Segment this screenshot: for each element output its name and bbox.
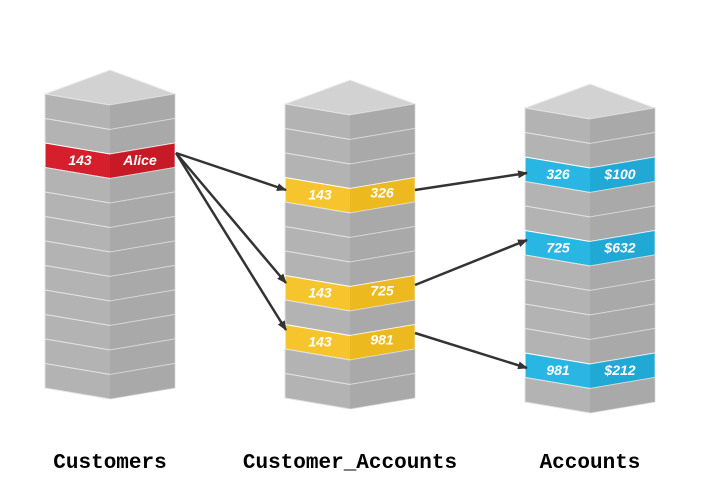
- slab-shade: [350, 104, 415, 140]
- account-id-cell: 326: [546, 166, 570, 182]
- slab-shade: [110, 241, 175, 277]
- customers-label: Customers: [53, 452, 166, 475]
- slab-shade: [110, 143, 175, 179]
- account-arrow: [414, 170, 528, 192]
- slab-shade: [350, 202, 415, 238]
- slab-shade: [350, 373, 415, 409]
- account-balance-cell: $100: [603, 166, 635, 182]
- slab-shade: [590, 206, 655, 242]
- customers-stack: 143 Alice: [43, 69, 177, 400]
- slab-shade: [590, 108, 655, 144]
- account-id-cell: 981: [546, 362, 570, 378]
- link-customer-id-cell: 143: [308, 187, 332, 203]
- link-arrow: [174, 152, 288, 331]
- accounts-label: Accounts: [540, 452, 641, 475]
- slab-shade: [110, 94, 175, 130]
- slab-shade: [110, 314, 175, 350]
- customer-id-cell: 143: [68, 152, 92, 168]
- slab-shade: [590, 377, 655, 413]
- slab-shade: [590, 230, 655, 266]
- stack-slab: [524, 376, 656, 414]
- slab-shade: [350, 275, 415, 311]
- stack-slab: [284, 372, 416, 410]
- slab-shade: [590, 328, 655, 364]
- link-account-id-cell: 981: [370, 332, 394, 348]
- slab-shade: [110, 216, 175, 252]
- customer-accounts-stack: 143 326 143 725 143 981: [283, 79, 417, 410]
- link-customer-id-cell: 143: [308, 285, 332, 301]
- customer-name-cell: Alice: [122, 152, 157, 168]
- slab-shade: [350, 300, 415, 336]
- slab-shade: [110, 192, 175, 228]
- slab-shade: [590, 304, 655, 340]
- slab-shade: [350, 128, 415, 164]
- slab-shade: [110, 118, 175, 154]
- slab-shade: [110, 167, 175, 203]
- slab-shade: [350, 226, 415, 262]
- account-arrow: [414, 238, 528, 287]
- customer-accounts-label: Customer_Accounts: [243, 452, 457, 475]
- slab-shade: [350, 177, 415, 213]
- accounts-stack: 326 $100 725 $632 981 $212: [523, 83, 657, 414]
- link-account-id-cell: 725: [370, 283, 394, 299]
- link-customer-id-cell: 143: [308, 334, 332, 350]
- slab-shade: [350, 324, 415, 360]
- slab-shade: [110, 290, 175, 326]
- slab-shade: [590, 181, 655, 217]
- stack-slab: [44, 362, 176, 400]
- account-arrow: [414, 331, 528, 370]
- slab-shade: [110, 339, 175, 375]
- account-balance-cell: $212: [603, 362, 635, 378]
- slab-shade: [110, 363, 175, 399]
- slab-shade: [590, 279, 655, 315]
- link-arrow: [175, 152, 287, 284]
- slab-shade: [590, 353, 655, 389]
- slab-shade: [350, 349, 415, 385]
- link-account-id-cell: 326: [370, 185, 394, 201]
- slab-shade: [590, 255, 655, 291]
- account-id-cell: 725: [546, 240, 570, 256]
- slab-shade: [110, 265, 175, 301]
- slab-shade: [590, 132, 655, 168]
- account-balance-cell: $632: [603, 240, 635, 256]
- link-arrow: [175, 151, 287, 192]
- slab-shade: [350, 251, 415, 287]
- slab-shade: [350, 153, 415, 189]
- slab-shade: [590, 157, 655, 193]
